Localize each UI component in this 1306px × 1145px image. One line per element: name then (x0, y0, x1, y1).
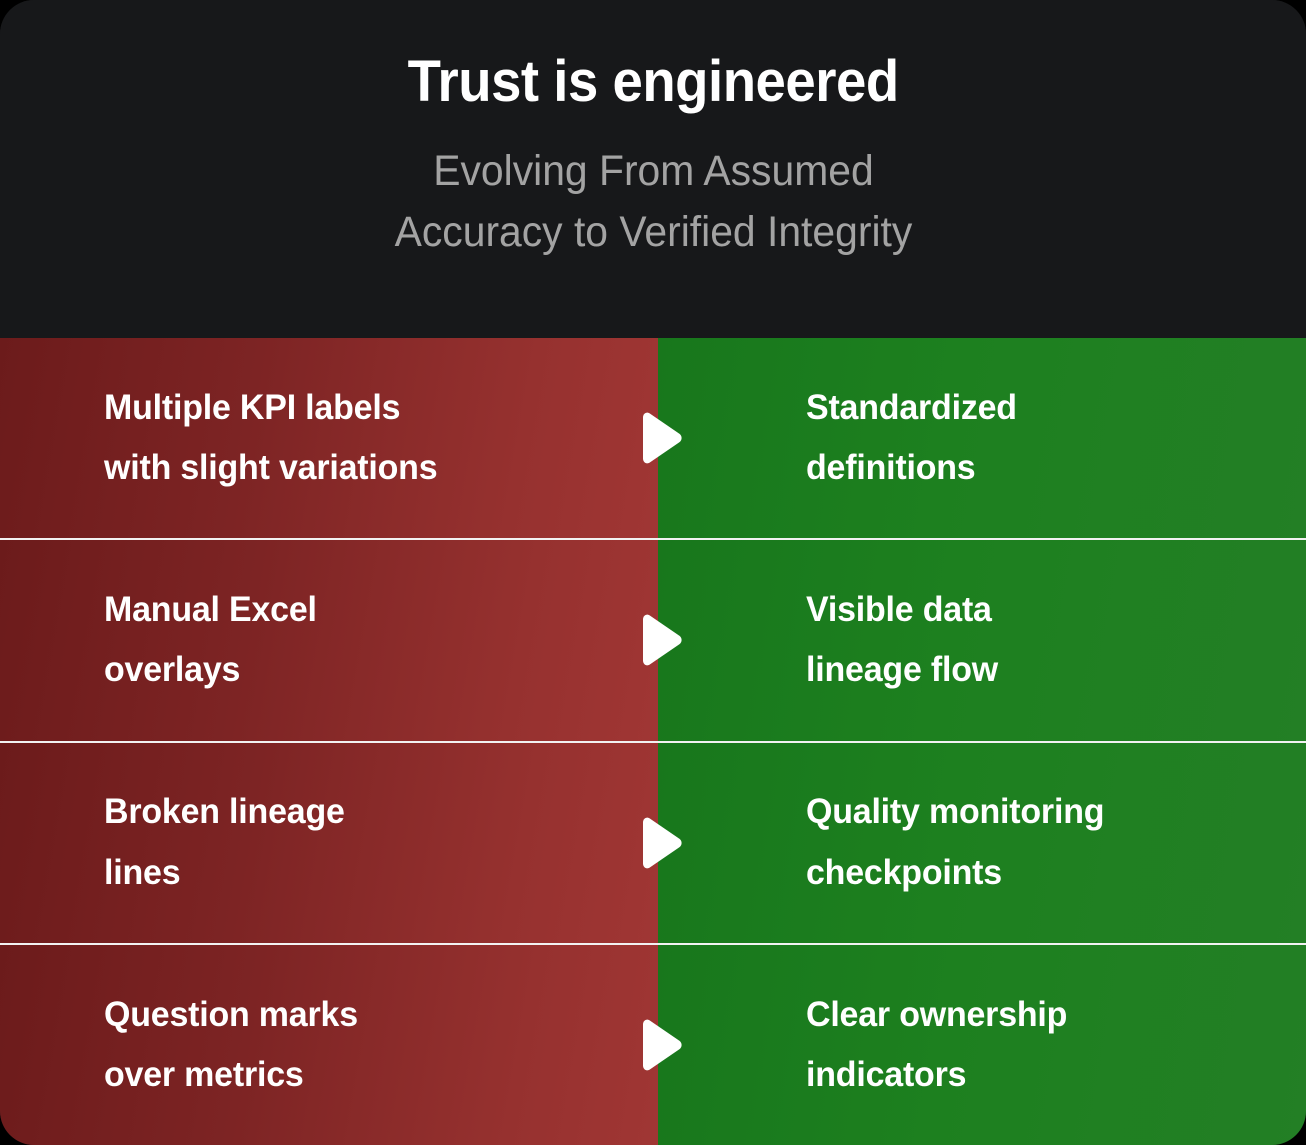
before-state-line-1: Manual Excel (104, 590, 317, 630)
before-state-text: Broken lineage lines (104, 782, 345, 902)
after-state-line-2: checkpoints (806, 852, 1002, 892)
after-state-line-1: Quality monitoring (806, 792, 1105, 832)
after-state-text: Standardized definitions (806, 378, 1017, 498)
before-state-line-2: with slight variations (104, 448, 438, 488)
after-state-line-1: Visible data (806, 590, 992, 630)
before-state-text: Multiple KPI labels with slight variatio… (104, 378, 438, 498)
before-state-line-1: Question marks (104, 994, 358, 1034)
before-state-line-1: Broken lineage (104, 792, 345, 832)
comparison-row: Broken lineage lines Quality monitoring … (0, 740, 1306, 943)
after-state-line-1: Clear ownership (806, 994, 1068, 1034)
page-title: Trust is engineered (407, 49, 899, 114)
before-state-cell: Broken lineage lines (0, 742, 658, 943)
page-subtitle: Evolving From Assumed Accuracy to Verifi… (394, 141, 912, 263)
before-state-line-2: lines (104, 852, 181, 892)
after-state-text: Clear ownership indicators (806, 985, 1067, 1105)
comparison-row: Multiple KPI labels with slight variatio… (0, 338, 1306, 539)
after-state-line-2: definitions (806, 448, 976, 488)
after-state-line-2: lineage flow (806, 650, 998, 690)
comparison-row: Manual Excel overlays Visible data linea… (0, 538, 1306, 741)
before-state-line-2: over metrics (104, 1054, 304, 1094)
after-state-cell: Visible data lineage flow (658, 540, 1306, 741)
after-state-line-2: indicators (806, 1054, 967, 1094)
comparison-row: Question marks over metrics Clear owners… (0, 942, 1306, 1145)
before-state-cell: Multiple KPI labels with slight variatio… (0, 338, 658, 539)
after-state-cell: Clear ownership indicators (658, 944, 1306, 1145)
after-state-line-1: Standardized (806, 387, 1017, 427)
after-state-cell: Standardized definitions (658, 338, 1306, 539)
after-state-text: Visible data lineage flow (806, 580, 998, 700)
before-state-cell: Question marks over metrics (0, 944, 658, 1145)
page-subtitle-line-2: Accuracy to Verified Integrity (394, 207, 912, 256)
page-subtitle-line-1: Evolving From Assumed (432, 146, 874, 195)
before-state-line-2: overlays (104, 650, 241, 690)
before-state-cell: Manual Excel overlays (0, 540, 658, 741)
comparison-grid: Multiple KPI labels with slight variatio… (0, 338, 1306, 1145)
before-state-line-1: Multiple KPI labels (104, 387, 401, 427)
before-state-text: Question marks over metrics (104, 985, 358, 1105)
card-header: Trust is engineered Evolving From Assume… (0, 0, 1306, 338)
after-state-text: Quality monitoring checkpoints (806, 782, 1104, 902)
before-state-text: Manual Excel overlays (104, 580, 317, 700)
after-state-cell: Quality monitoring checkpoints (658, 742, 1306, 943)
